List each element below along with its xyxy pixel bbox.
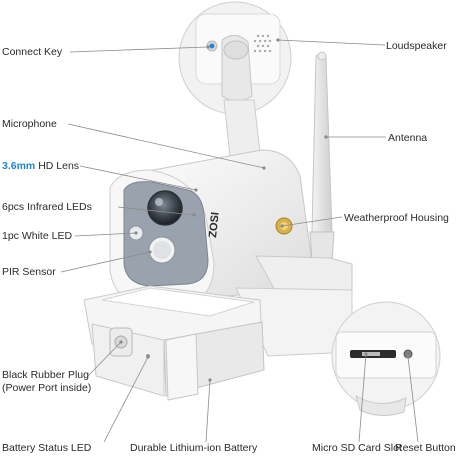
label-infrared-leds: 6pcs Infrared LEDs bbox=[2, 201, 92, 213]
label-reset-button: Reset Button bbox=[395, 442, 456, 454]
label-weatherproof: Weatherproof Housing bbox=[344, 212, 449, 224]
brand-text: ZOSI bbox=[207, 212, 222, 239]
lens-label-rest: HD Lens bbox=[35, 160, 80, 172]
leader-lines bbox=[60, 39, 419, 443]
label-white-led: 1pc White LED bbox=[2, 230, 73, 242]
label-hd-lens: 3.6mm HD Lens bbox=[2, 160, 79, 172]
label-lithium-battery: Durable Lithium-ion Battery bbox=[130, 442, 258, 454]
lens bbox=[147, 190, 183, 226]
label-microphone: Microphone bbox=[2, 118, 57, 130]
lens-size-highlight: 3.6mm bbox=[2, 160, 36, 172]
label-rubber-plug: Black Rubber Plug bbox=[2, 369, 89, 381]
label-battery-led: Battery Status LED bbox=[2, 442, 92, 454]
battery-pack bbox=[83, 285, 265, 401]
sd-callout bbox=[331, 301, 441, 416]
label-sd-slot: Micro SD Card Slot bbox=[312, 442, 402, 454]
label-power-port: (Power Port inside) bbox=[2, 382, 92, 394]
speaker-grille-icon bbox=[253, 34, 272, 53]
antenna bbox=[309, 51, 335, 263]
label-pir-sensor: PIR Sensor bbox=[2, 266, 56, 278]
label-antenna: Antenna bbox=[388, 132, 428, 144]
top-callout bbox=[178, 1, 292, 115]
label-loudspeaker: Loudspeaker bbox=[386, 40, 447, 52]
label-connect-key: Connect Key bbox=[2, 46, 63, 58]
